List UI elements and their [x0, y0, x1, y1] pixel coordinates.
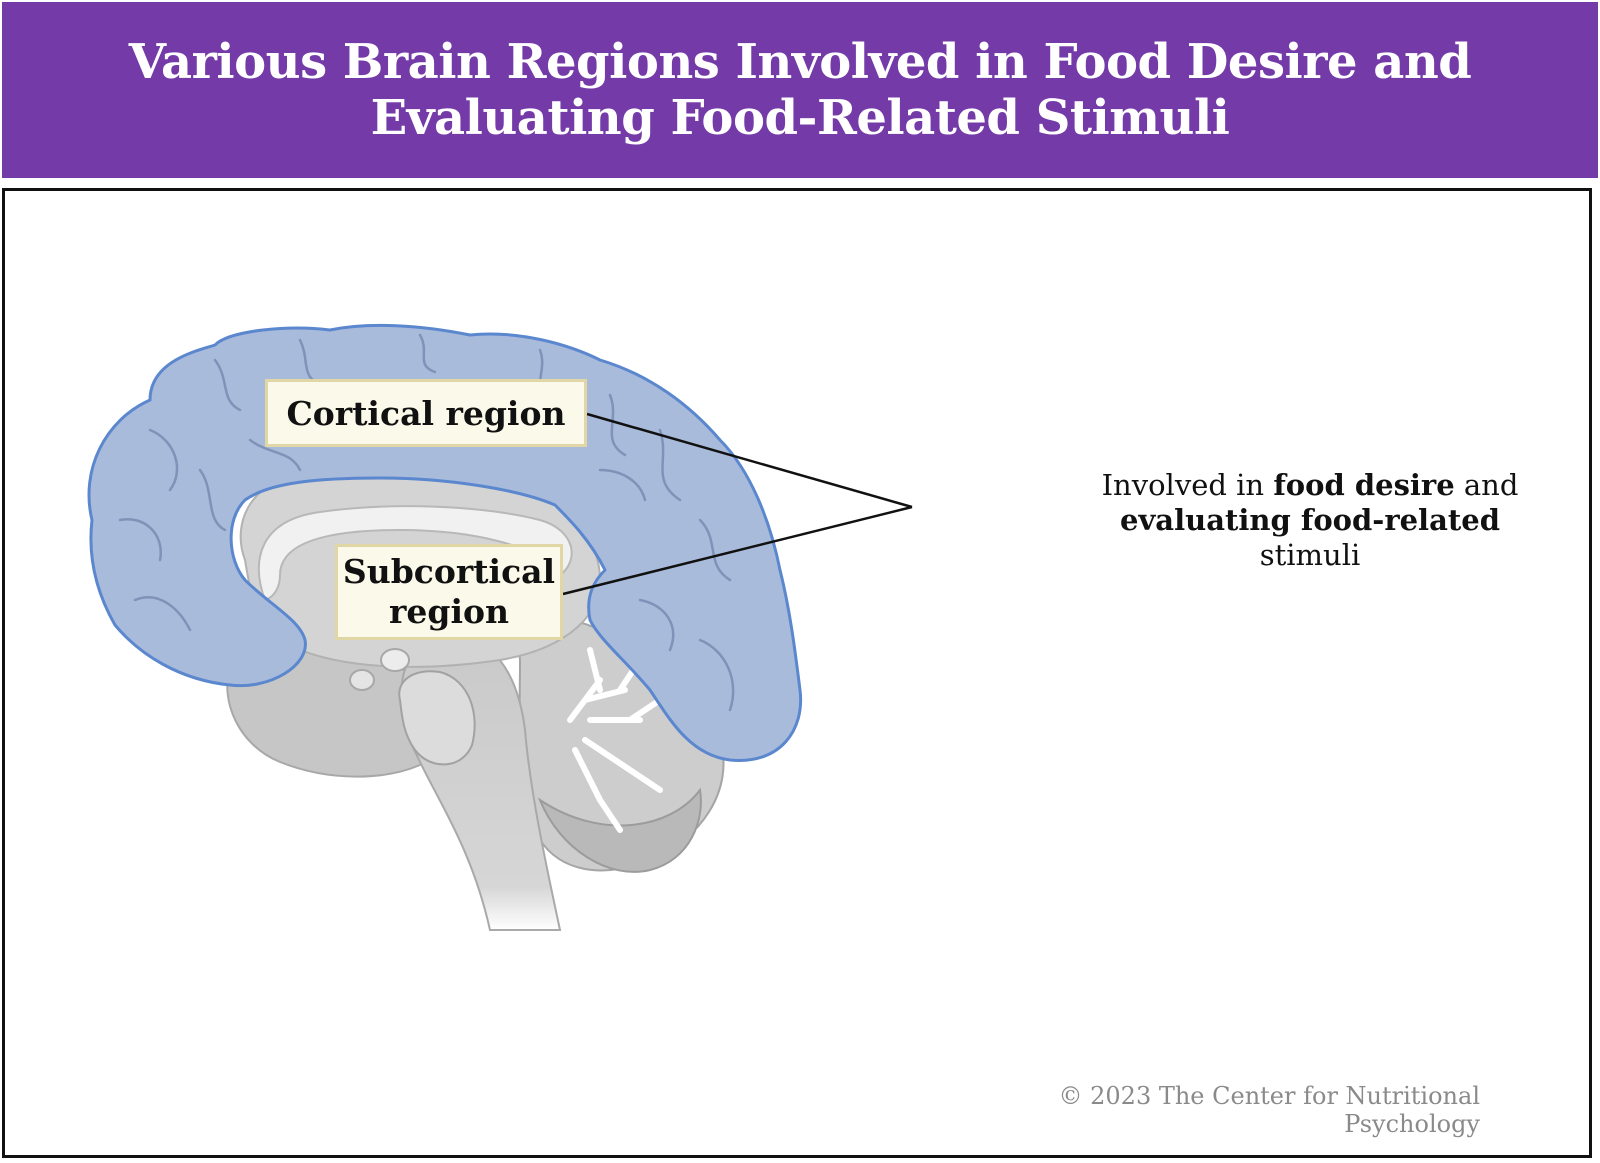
title-line-2: Evaluating Food-Related Stimuli: [370, 90, 1230, 146]
brain-icon: [87, 323, 1110, 931]
subcortical-region-text-line2: region: [389, 592, 509, 631]
description-line-3: stimuli: [1090, 538, 1530, 573]
copyright-notice: © 2023 The Center for Nutritional Psycho…: [1058, 1082, 1481, 1138]
thalamus: [380, 648, 410, 672]
mammillary-body: [349, 669, 375, 691]
description-text-3: stimuli: [1259, 538, 1361, 572]
pons: [398, 670, 476, 766]
subcortical-region-text-line1: Subcortical: [342, 552, 556, 591]
title-banner: Various Brain Regions Involved in Food D…: [2, 2, 1598, 178]
title-line-1: Various Brain Regions Involved in Food D…: [128, 34, 1472, 90]
description-bold-evaluating: evaluating food-related: [1120, 503, 1500, 537]
description-text-1: Involved in: [1101, 468, 1274, 502]
description-bold-food-desire: food desire: [1273, 468, 1455, 502]
leader-line-subcortical: [562, 505, 913, 596]
description-line-2: evaluating food-related: [1090, 503, 1530, 538]
description-text-2: and: [1454, 468, 1519, 502]
description-line-1: Involved in food desire and: [1090, 468, 1530, 503]
sulci-lines: [118, 333, 735, 712]
arbor-vitae: [567, 647, 663, 833]
subcortical-region-label: Subcortical region: [335, 544, 563, 640]
cortical-region-label: Cortical region: [265, 379, 587, 447]
cortical-region-text: Cortical region: [286, 393, 566, 433]
leader-line-cortical: [586, 412, 913, 509]
region-description: Involved in food desire and evaluating f…: [1090, 468, 1530, 573]
